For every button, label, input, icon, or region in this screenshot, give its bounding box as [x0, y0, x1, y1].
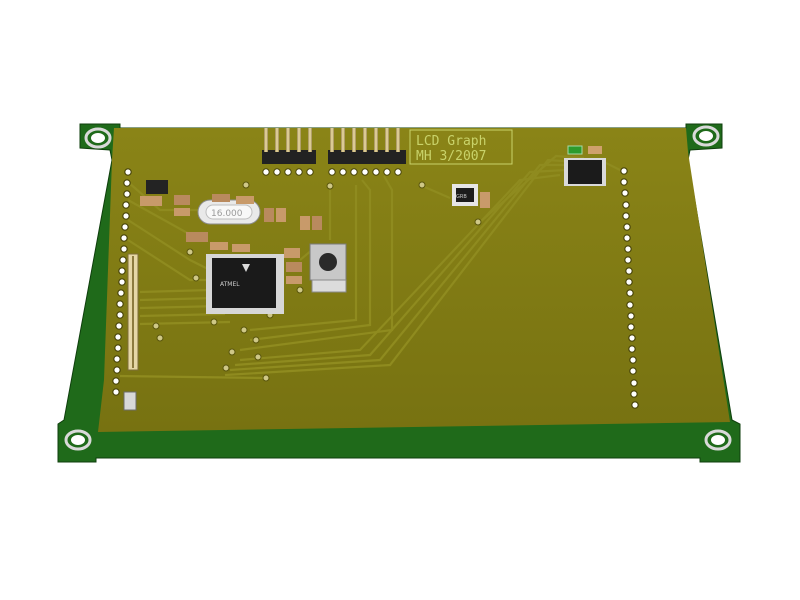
mounting-hole — [84, 127, 112, 149]
small-ic: GRB — [452, 184, 490, 208]
silkscreen-label: LCD Graph MH 3/2007 — [409, 129, 513, 165]
mounting-hole — [692, 125, 720, 147]
board-title-text: LCD Graph — [416, 134, 486, 149]
pin-header-5 — [262, 128, 316, 176]
left-pin-header — [112, 168, 132, 396]
microcontroller-chip: ATMEL — [206, 254, 284, 314]
small-ic-marking: GRB — [456, 194, 467, 200]
push-button — [309, 243, 347, 293]
crystal-marking: 16.000 — [211, 209, 243, 219]
mounting-hole — [704, 429, 732, 451]
pin-header-7 — [328, 128, 406, 176]
flex-connector — [127, 253, 139, 371]
copper-traces — [119, 154, 625, 380]
soic-chip — [564, 145, 606, 186]
crystal-oscillator: 16.000 — [197, 199, 261, 225]
right-pin-header — [620, 167, 639, 409]
mcu-marking: ATMEL — [220, 281, 240, 288]
board-version-text: MH 3/2007 — [416, 149, 486, 164]
mounting-hole — [64, 429, 92, 451]
smd-components — [123, 180, 322, 411]
